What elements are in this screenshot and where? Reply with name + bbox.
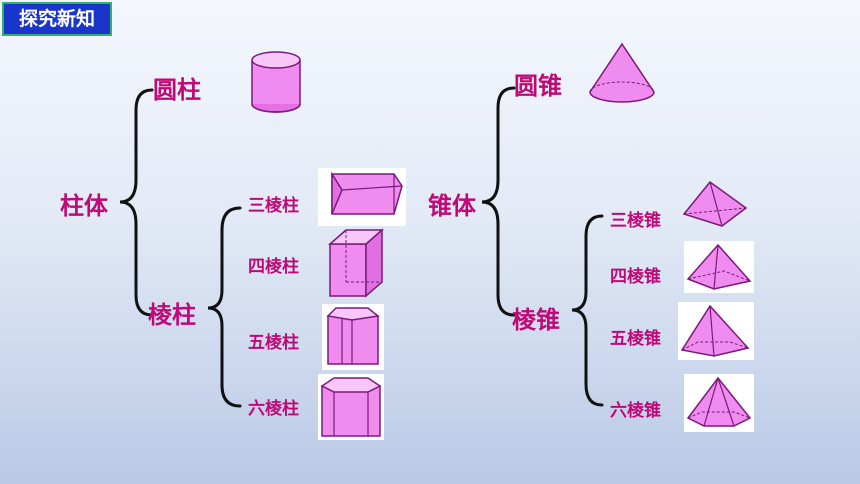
- pentagonal-prism-shape: [322, 304, 384, 370]
- label-yuanzhui: 圆锥: [514, 72, 562, 100]
- label-sanlengzhui: 三棱锥: [610, 211, 661, 231]
- label-silengzhui: 四棱锥: [610, 267, 661, 287]
- hexagonal-prism-shape: [318, 374, 384, 440]
- triangular-prism-shape: [318, 168, 406, 226]
- brace-lengzhui: [571, 214, 604, 407]
- label-liulengzhui: 六棱锥: [610, 401, 661, 421]
- cylinder-shape: [251, 51, 301, 113]
- triangular-pyramid-shape: [682, 180, 748, 227]
- label-zhuiti: 锥体: [428, 192, 476, 220]
- brace-lengzhu: [207, 206, 242, 408]
- label-lengzhu: 棱柱: [148, 301, 196, 329]
- label-silengzhu: 四棱柱: [248, 257, 299, 277]
- label-lengzhui: 棱锥: [512, 306, 560, 334]
- label-yuanzhu: 圆柱: [153, 76, 201, 104]
- label-liulengzhu: 六棱柱: [248, 399, 299, 419]
- quadrangular-pyramid-shape: [684, 241, 754, 293]
- pentagonal-pyramid-shape: [678, 302, 754, 360]
- label-sanlengzhu: 三棱柱: [248, 196, 299, 216]
- cone-shape: [589, 42, 655, 103]
- brace-zhuti: [119, 88, 154, 317]
- label-wulengzhu: 五棱柱: [248, 333, 299, 353]
- label-zhuti: 柱体: [60, 192, 108, 220]
- brace-zhuiti: [481, 86, 516, 317]
- quadrangular-prism-shape: [328, 228, 384, 298]
- hexagonal-pyramid-shape: [684, 374, 754, 432]
- label-wulengzhui: 五棱锥: [610, 329, 661, 349]
- section-title-badge: 探究新知: [2, 2, 112, 36]
